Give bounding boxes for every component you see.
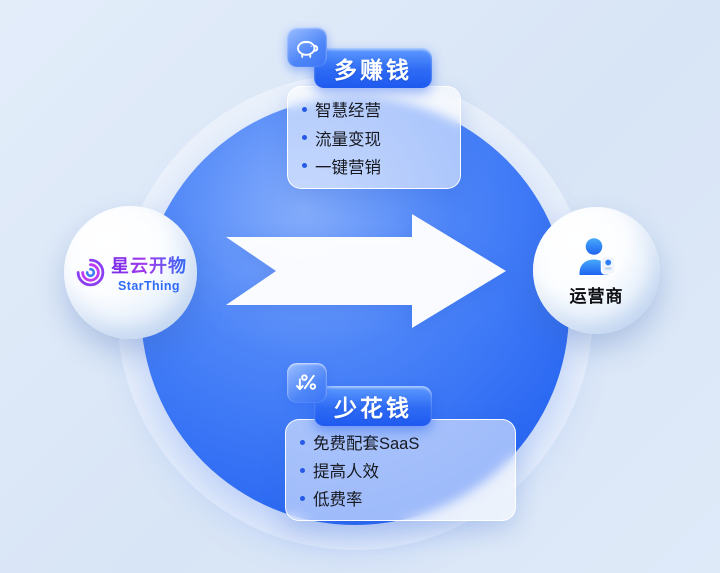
list-item: 提高人效	[300, 458, 501, 482]
list-item-label: 提高人效	[313, 463, 379, 481]
discount-down-icon	[287, 363, 327, 403]
benefits-card-earn: 智慧经营 流量变现 一键营销	[287, 86, 461, 189]
brand-node: 星云开物 StarThing	[64, 206, 197, 339]
operator-node: 运营商	[533, 207, 660, 334]
brand-logo: 星云开物 StarThing	[74, 252, 187, 293]
list-item-label: 免费配套SaaS	[313, 435, 420, 453]
list-item-label: 智慧经营	[315, 102, 381, 121]
piggy-bank-icon	[287, 27, 327, 67]
badge-earn-more: 多赚钱	[314, 48, 432, 88]
bullet-dot	[300, 495, 305, 501]
badge-spend-less: 少花钱	[314, 386, 432, 426]
benefits-list-earn: 智慧经营 流量变现 一键营销	[288, 87, 460, 188]
bullet-dot	[302, 135, 307, 140]
list-item-label: 低费率	[313, 491, 363, 509]
benefits-list-save: 免费配套SaaS 提高人效 低费率	[286, 420, 515, 520]
bullet-dot	[300, 439, 305, 445]
bullet-dot	[302, 163, 307, 169]
benefits-card-save: 免费配套SaaS 提高人效 低费率	[285, 419, 516, 521]
brand-name-cn: 星云开物	[111, 252, 187, 278]
bullet-dot	[302, 106, 307, 112]
list-item: 智慧经营	[302, 97, 446, 121]
list-item-label: 流量变现	[315, 130, 381, 149]
operator-person-icon	[579, 237, 616, 275]
list-item: 免费配套SaaS	[300, 430, 501, 454]
starthing-spiral-icon	[76, 258, 105, 287]
list-item: 流量变现	[302, 126, 446, 150]
list-item: 低费率	[300, 486, 501, 510]
list-item-label: 一键营销	[315, 158, 381, 177]
bullet-dot	[300, 467, 305, 473]
flow-arrow-icon	[226, 214, 506, 328]
operator-label: 运营商	[569, 286, 624, 306]
brand-text-block: 星云开物 StarThing	[111, 252, 187, 293]
brand-name-en: StarThing	[118, 279, 180, 293]
list-item: 一键营销	[302, 154, 446, 178]
